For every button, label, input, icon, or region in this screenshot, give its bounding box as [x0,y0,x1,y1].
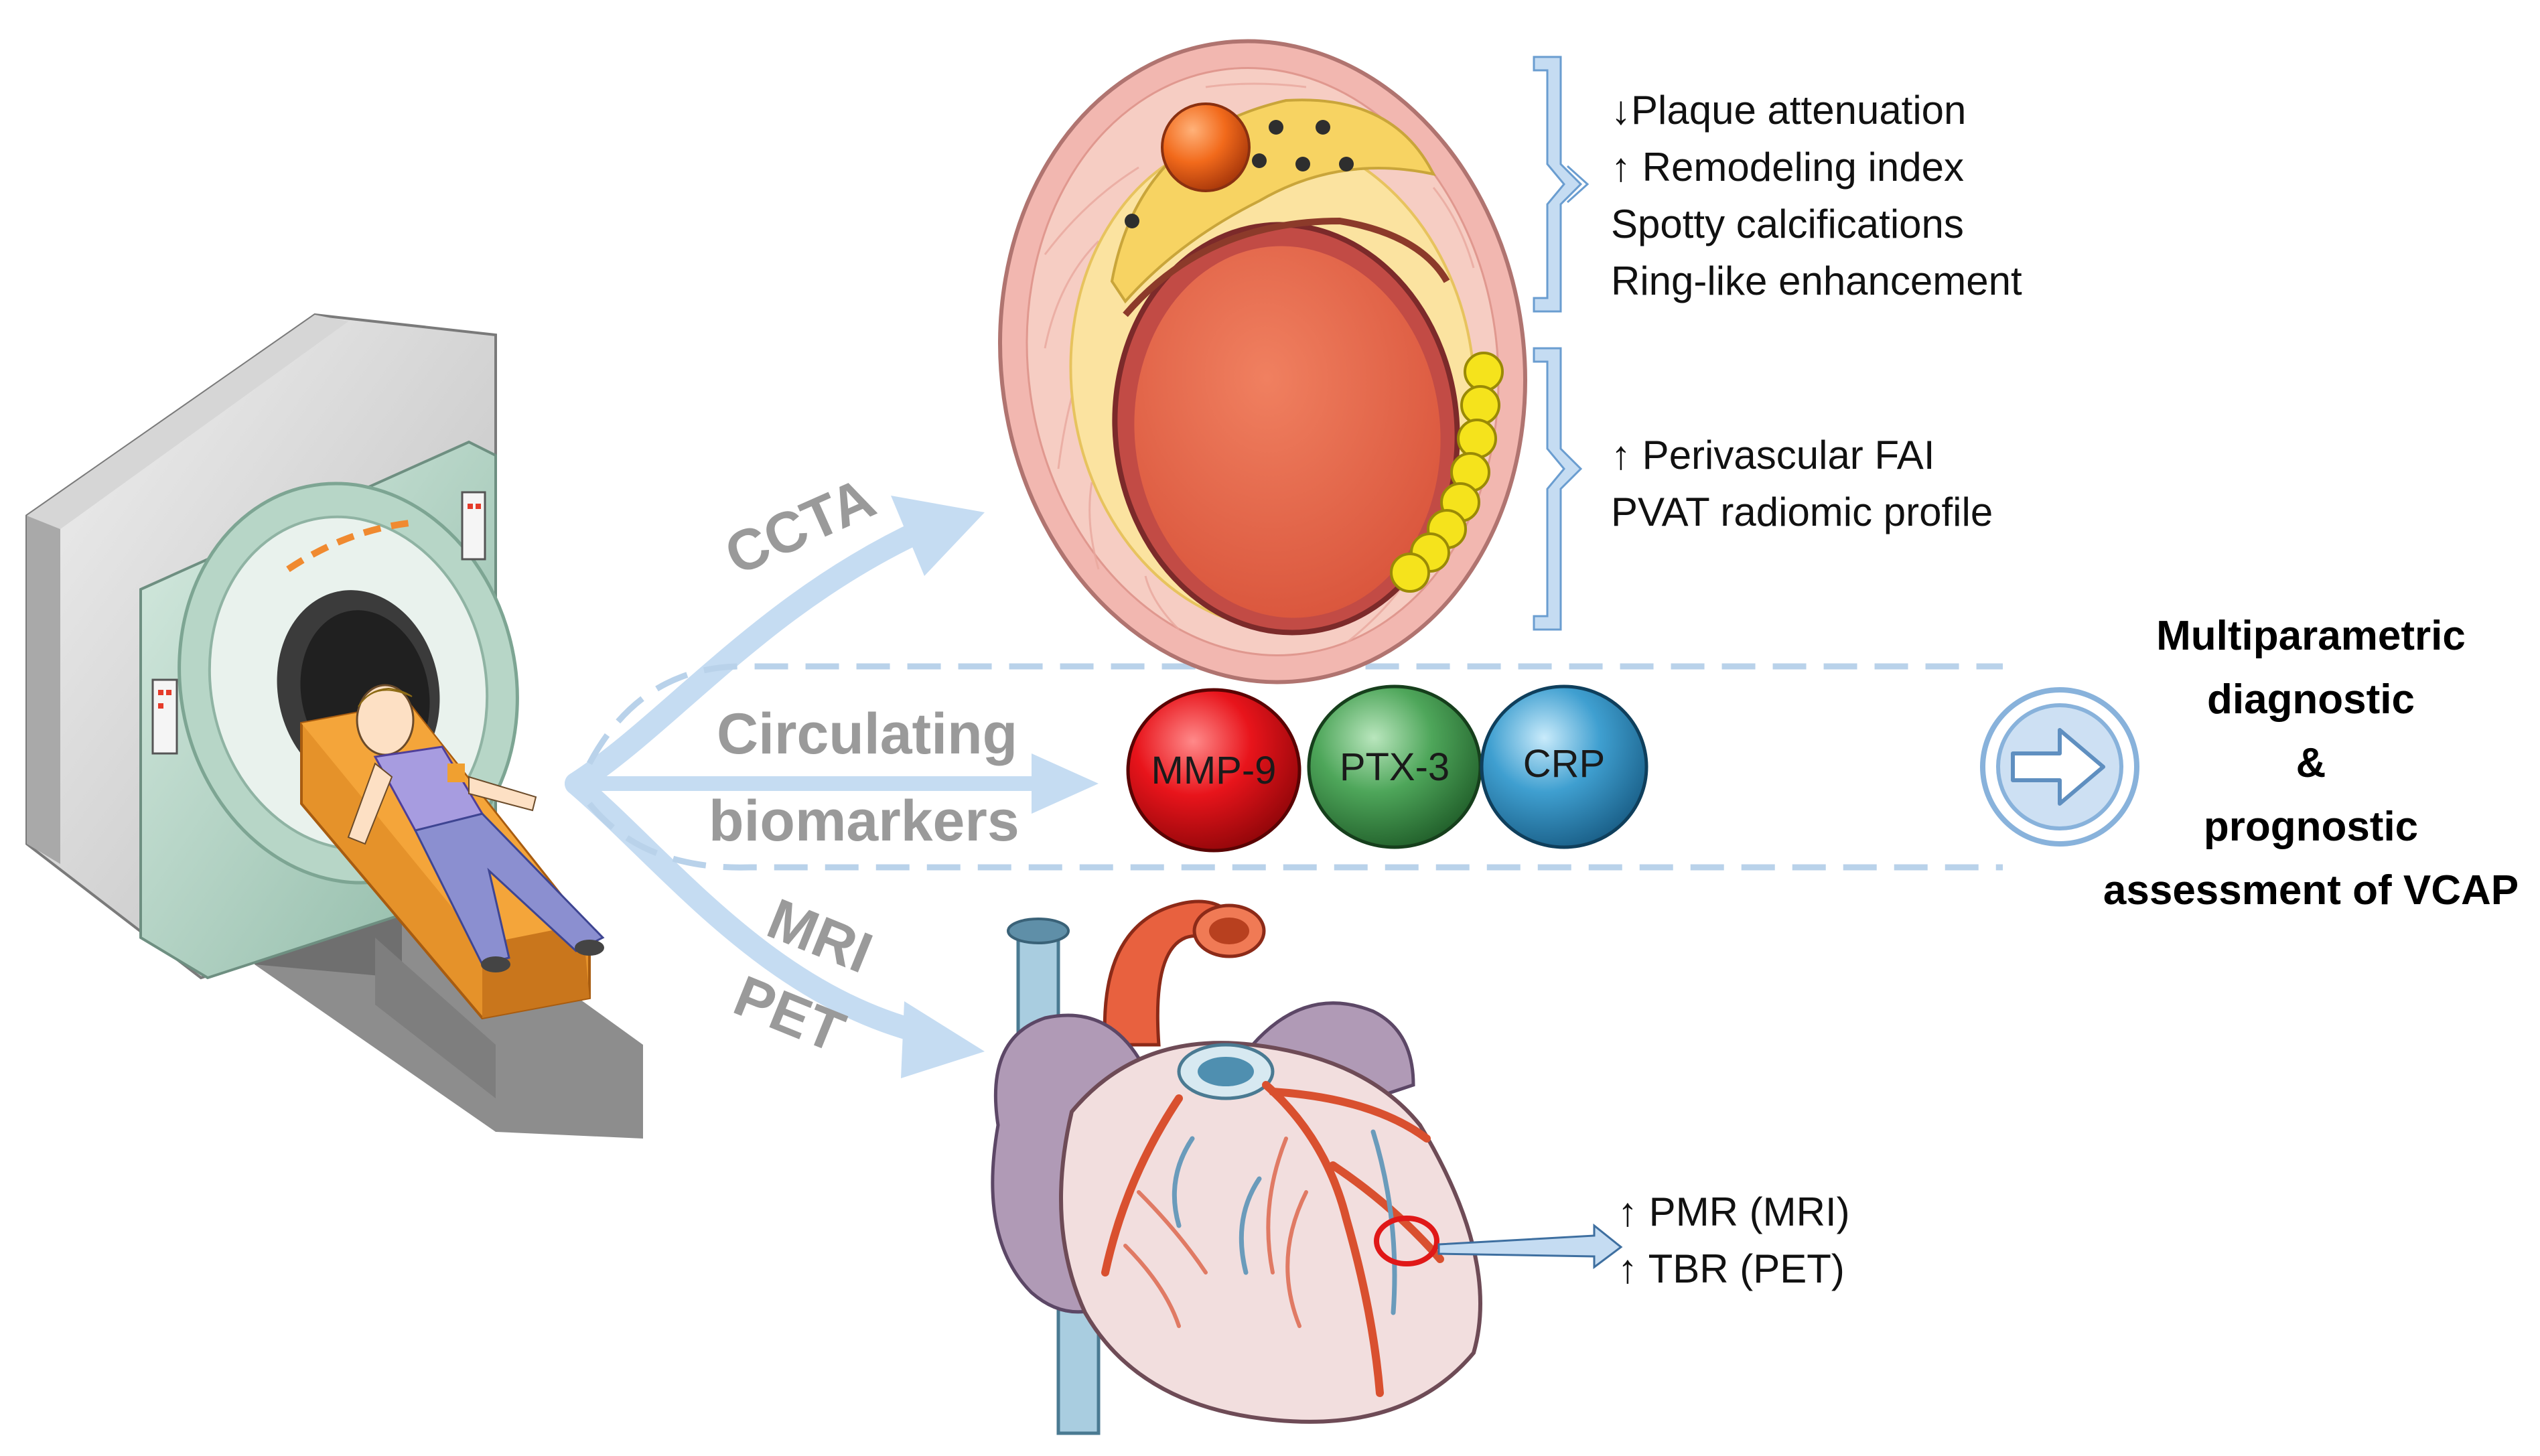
ccta-arrow [565,518,936,795]
outcome-line-2: diagnostic [2207,676,2415,723]
outcome-line-1: Multiparametric [2156,613,2466,659]
finding-pvat-radiomic-profile: PVAT radiomic profile [1611,490,1993,534]
outcome-line-3: & [2296,740,2326,786]
heart-illustration [991,899,1482,1435]
finding-perivascular-fai: ↑ Perivascular FAI [1611,433,1935,478]
outcome-arrow-circle-icon [1980,687,2139,847]
biomarker-dashed-frame [587,663,2003,871]
ccta-arrow-head [891,496,985,576]
plaque-findings-list: ↓Plaque attenuation ↑ Remodeling index S… [1611,88,2022,303]
finding-spotty-calcifications: Spotty calcifications [1611,202,1964,246]
heart-findings-arrow [1437,1223,1623,1269]
vessel-cross-section [998,39,1527,684]
perivascular-findings-bracket [1533,347,1583,631]
mri-pet-arrow [565,772,942,1046]
heart-findings-list: ↑ PMR (MRI) ↑ TBR (PET) [1618,1189,1850,1291]
mri-pet-arrow-head [901,1001,985,1078]
outcome-statement: Multiparametric diagnostic & prognostic … [2103,613,2519,914]
finding-tbr-pet: ↑ TBR (PET) [1618,1246,1845,1291]
ct-scanner-illustration [25,313,643,1139]
finding-plaque-attenuation: ↓Plaque attenuation [1611,88,1966,133]
biomarker-ptx3: PTX-3 [1307,684,1482,849]
finding-ring-like-enhancement: Ring-like enhancement [1611,259,2022,303]
plaque-findings-bracket [1533,56,1590,313]
modality-arrows [565,496,1099,1078]
biomarker-spheres: MMP-9 PTX-3 CRP [1126,684,1648,853]
biomarkers-arrow-head [1032,753,1099,814]
patient-figure [347,684,605,972]
finding-pmr-mri: ↑ PMR (MRI) [1618,1189,1850,1234]
label-biomarkers: biomarkers [709,789,1019,853]
svg-text:MMP-9: MMP-9 [1151,749,1277,792]
label-circulating: Circulating [717,702,1017,766]
svg-text:PTX-3: PTX-3 [1340,745,1450,789]
outcome-line-5: assessment of VCAP [2103,867,2519,914]
outcome-line-4: prognostic [2204,804,2418,850]
finding-remodeling-index: ↑ Remodeling index [1611,145,1964,190]
plaque-target-circle [1374,1216,1439,1266]
biomarker-mmp9: MMP-9 [1126,688,1301,853]
perivascular-findings-list: ↑ Perivascular FAI PVAT radiomic profile [1611,433,1993,534]
svg-text:CRP: CRP [1523,742,1605,786]
biomarker-crp: CRP [1480,684,1648,849]
